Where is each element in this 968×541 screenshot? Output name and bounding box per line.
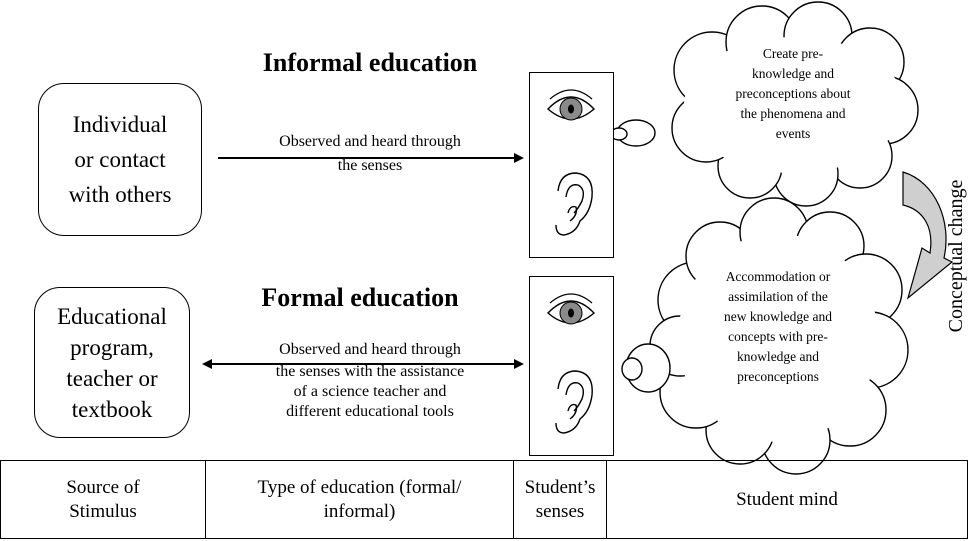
informal-source-box: Individual or contact with others [38,83,202,236]
summary-table: Source of Stimulus Type of education (fo… [0,460,968,539]
formal-cloud-line: concepts with pre- [728,329,828,344]
formal-source-line: Educational [57,303,167,329]
top-thought-cloud [671,1,919,207]
eye-icon [546,89,596,121]
informal-cloud-line: events [775,126,811,141]
formal-cloud-line: preconceptions [737,369,819,384]
cell-line: Source of [66,476,140,498]
cell-line: informal) [323,500,396,522]
formal-source-line: teacher or [66,365,158,391]
formal-cloud-line: knowledge and [736,349,820,364]
informal-cloud-line: the phenomena and [740,106,846,121]
formal-arrow-label-line: the senses with the assistance [275,363,465,380]
ear-icon [555,172,593,236]
table-row: Source of Stimulus Type of education (fo… [0,460,968,539]
cell-line: Student’s [524,476,596,498]
formal-arrow-label: Observed and heard through the senses wi… [218,340,522,422]
table-cell-mind: Student mind [606,460,968,539]
formal-senses-box [529,276,614,456]
formal-cloud-text: Accommodation or assimilation of the new… [690,267,866,387]
table-cell-type: Type of education (formal/ informal) [205,460,514,539]
formal-source-line: textbook [71,396,153,422]
eye-icon [546,293,596,325]
informal-source-line: Individual [72,112,168,137]
formal-arrow-label-line: of a science teacher and [293,383,447,400]
cell-line: Type of education (formal/ [257,476,462,498]
formal-heading: Formal education [261,283,459,312]
formal-source-box: Educational program, teacher or textbook [34,287,190,438]
formal-source-line: program, [70,334,154,360]
formal-arrow-label-line: different educational tools [286,403,454,420]
informal-senses-box [529,72,614,258]
table-cell-source: Source of Stimulus [0,460,206,539]
bottom-cloud-bubble [621,357,643,381]
cell-line: senses [535,500,585,522]
ear-icon [555,370,593,434]
informal-arrow-label: Observed and heard through the senses [218,132,522,176]
cell-line: Stimulus [69,500,137,522]
informal-arrow-label-line: the senses [337,157,403,174]
cell-line: Student mind [736,488,838,510]
informal-cloud-line: preconceptions about [735,86,851,101]
informal-source-line: or contact [74,147,166,172]
informal-heading: Informal education [262,48,478,77]
informal-source-line: with others [68,182,172,207]
informal-cloud-line: knowledge and [751,66,835,81]
bottom-thought-cloud [649,197,909,475]
informal-cloud-text: Create pre- knowledge and preconceptions… [714,44,872,144]
formal-cloud-line: Accommodation or [725,269,831,284]
conceptual-change-label: Conceptual change [945,179,967,333]
formal-cloud-line: new knowledge and [724,309,832,324]
informal-arrow-label-line: Observed and heard through [279,132,461,152]
conceptual-change-arrow [902,171,954,300]
formal-cloud-line: assimilation of the [728,289,828,304]
formal-arrow-label-line: Observed and heard through [279,340,461,360]
table-cell-senses: Student’s senses [513,460,607,539]
informal-cloud-line: Create pre- [762,46,824,61]
